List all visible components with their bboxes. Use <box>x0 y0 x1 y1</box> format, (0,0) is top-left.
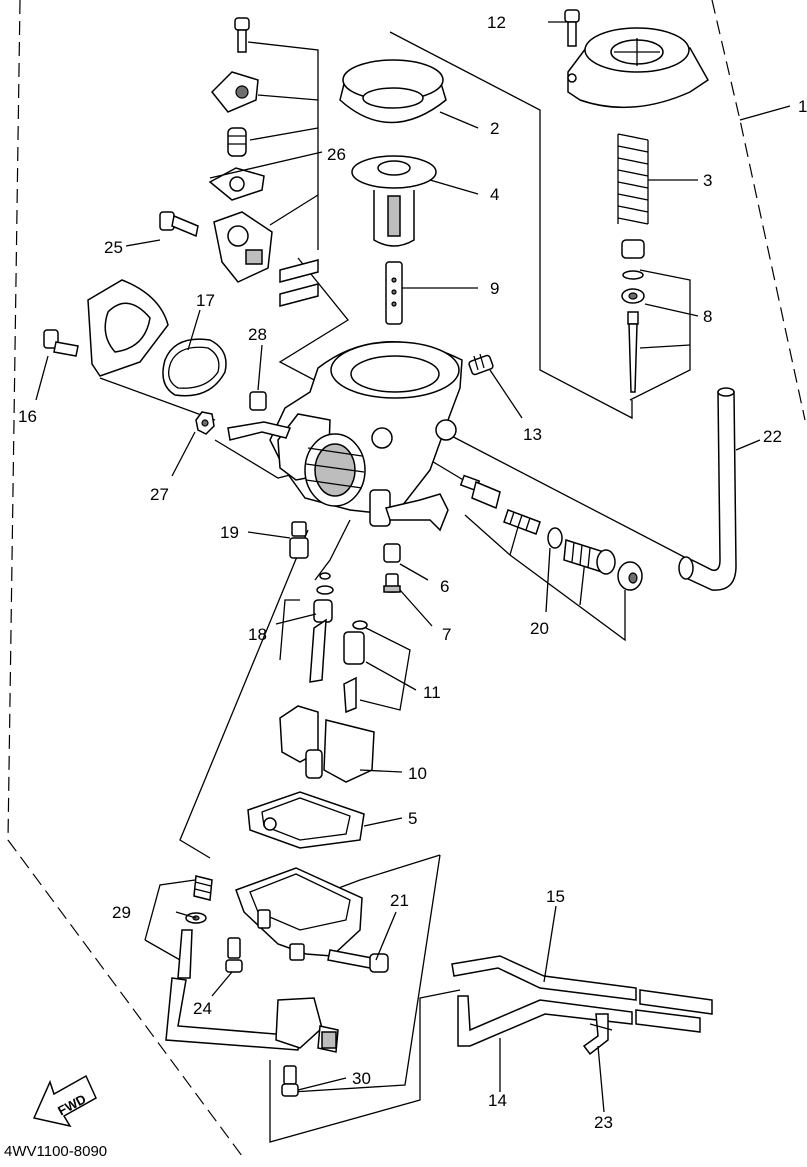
callout-1: 1 <box>798 97 807 116</box>
part-screw-21 <box>327 949 389 973</box>
part-gasket-5 <box>247 791 365 849</box>
callout-21: 21 <box>390 891 409 910</box>
callout-10: 10 <box>408 764 427 783</box>
part-diaphragm-2 <box>339 59 447 124</box>
part-float-valve-set-11 <box>343 620 368 714</box>
part-screw-16 <box>43 329 79 357</box>
part-nut-27 <box>195 411 215 435</box>
part-oring-17 <box>162 338 227 397</box>
callout-16: 16 <box>18 407 37 426</box>
assembly-boundary <box>7 0 806 1161</box>
callout-14: 14 <box>488 1091 507 1110</box>
callout-26: 26 <box>327 145 346 164</box>
callout-11: 11 <box>423 683 441 702</box>
part-jet-6 <box>383 543 401 563</box>
part-float-10 <box>279 705 375 783</box>
callout-12: 12 <box>487 13 506 32</box>
callout-30: 30 <box>352 1069 371 1088</box>
part-top-cover-1 <box>567 27 709 109</box>
part-gasket-plate <box>87 279 169 377</box>
part-screw-24 <box>225 937 243 973</box>
part-jet-7 <box>383 573 401 593</box>
callout-19: 19 <box>220 523 239 542</box>
callout-17: 17 <box>196 291 215 310</box>
callout-25: 25 <box>104 238 123 257</box>
part-throttle-body <box>213 211 273 283</box>
part-starter-plunger <box>563 539 616 575</box>
callout-23: 23 <box>594 1113 613 1132</box>
part-piston-valve-4 <box>351 155 437 247</box>
part-jet-19 <box>289 521 309 559</box>
part-code: 4WV1100-8090 <box>4 1143 107 1160</box>
part-carburetor-body <box>227 341 463 532</box>
callout-27: 27 <box>150 485 169 504</box>
part-plug-28 <box>249 391 267 411</box>
part-pilot-screw-set-18 <box>309 572 334 683</box>
part-hose-14 <box>457 995 701 1047</box>
part-screw-30 <box>281 1065 299 1097</box>
part-drain-fitting <box>275 997 339 1053</box>
callout-20: 20 <box>530 619 549 638</box>
callout-4: 4 <box>490 185 499 204</box>
callout-3: 3 <box>703 171 712 190</box>
part-cap <box>617 561 643 591</box>
part-jet-needle-set-8 <box>621 239 645 393</box>
callout-28: 28 <box>248 325 267 344</box>
part-throttle-cover <box>210 71 259 113</box>
part-float-bowl <box>235 867 363 961</box>
part-oring-20 <box>547 527 563 549</box>
callout-24: 24 <box>193 999 212 1018</box>
callout-29: 29 <box>112 903 131 922</box>
part-needle-jet-9 <box>385 261 403 325</box>
callout-22: 22 <box>763 427 782 446</box>
callout-6: 6 <box>440 577 449 596</box>
part-spring-3 <box>617 133 649 225</box>
callout-15: 15 <box>546 887 565 906</box>
callout-numbers: 1 2 3 4 5 6 7 8 9 10 11 12 13 14 15 16 1… <box>18 13 807 1132</box>
part-fitting-13 <box>468 353 494 376</box>
leader-lines <box>35 21 791 1113</box>
callout-2: 2 <box>490 119 499 138</box>
part-clips <box>279 259 319 307</box>
callout-13: 13 <box>523 425 542 444</box>
part-gasket-26 <box>208 167 265 201</box>
part-hose-22 <box>678 387 737 591</box>
part-spring-29 <box>177 875 213 979</box>
callout-18: 18 <box>248 625 267 644</box>
part-small-spring <box>227 127 247 157</box>
fwd-arrow-icon: FWD <box>32 1074 97 1128</box>
part-screw-25 <box>159 211 199 238</box>
part-mixture-screw <box>459 474 501 510</box>
callout-7: 7 <box>442 625 451 644</box>
callout-5: 5 <box>408 809 417 828</box>
part-screw-upper-left <box>234 17 250 53</box>
part-spring-small-mixture <box>503 509 541 535</box>
part-clip-23 <box>582 1013 613 1056</box>
part-screw-12 <box>564 9 580 47</box>
callout-8: 8 <box>703 307 712 326</box>
callout-9: 9 <box>490 279 499 298</box>
